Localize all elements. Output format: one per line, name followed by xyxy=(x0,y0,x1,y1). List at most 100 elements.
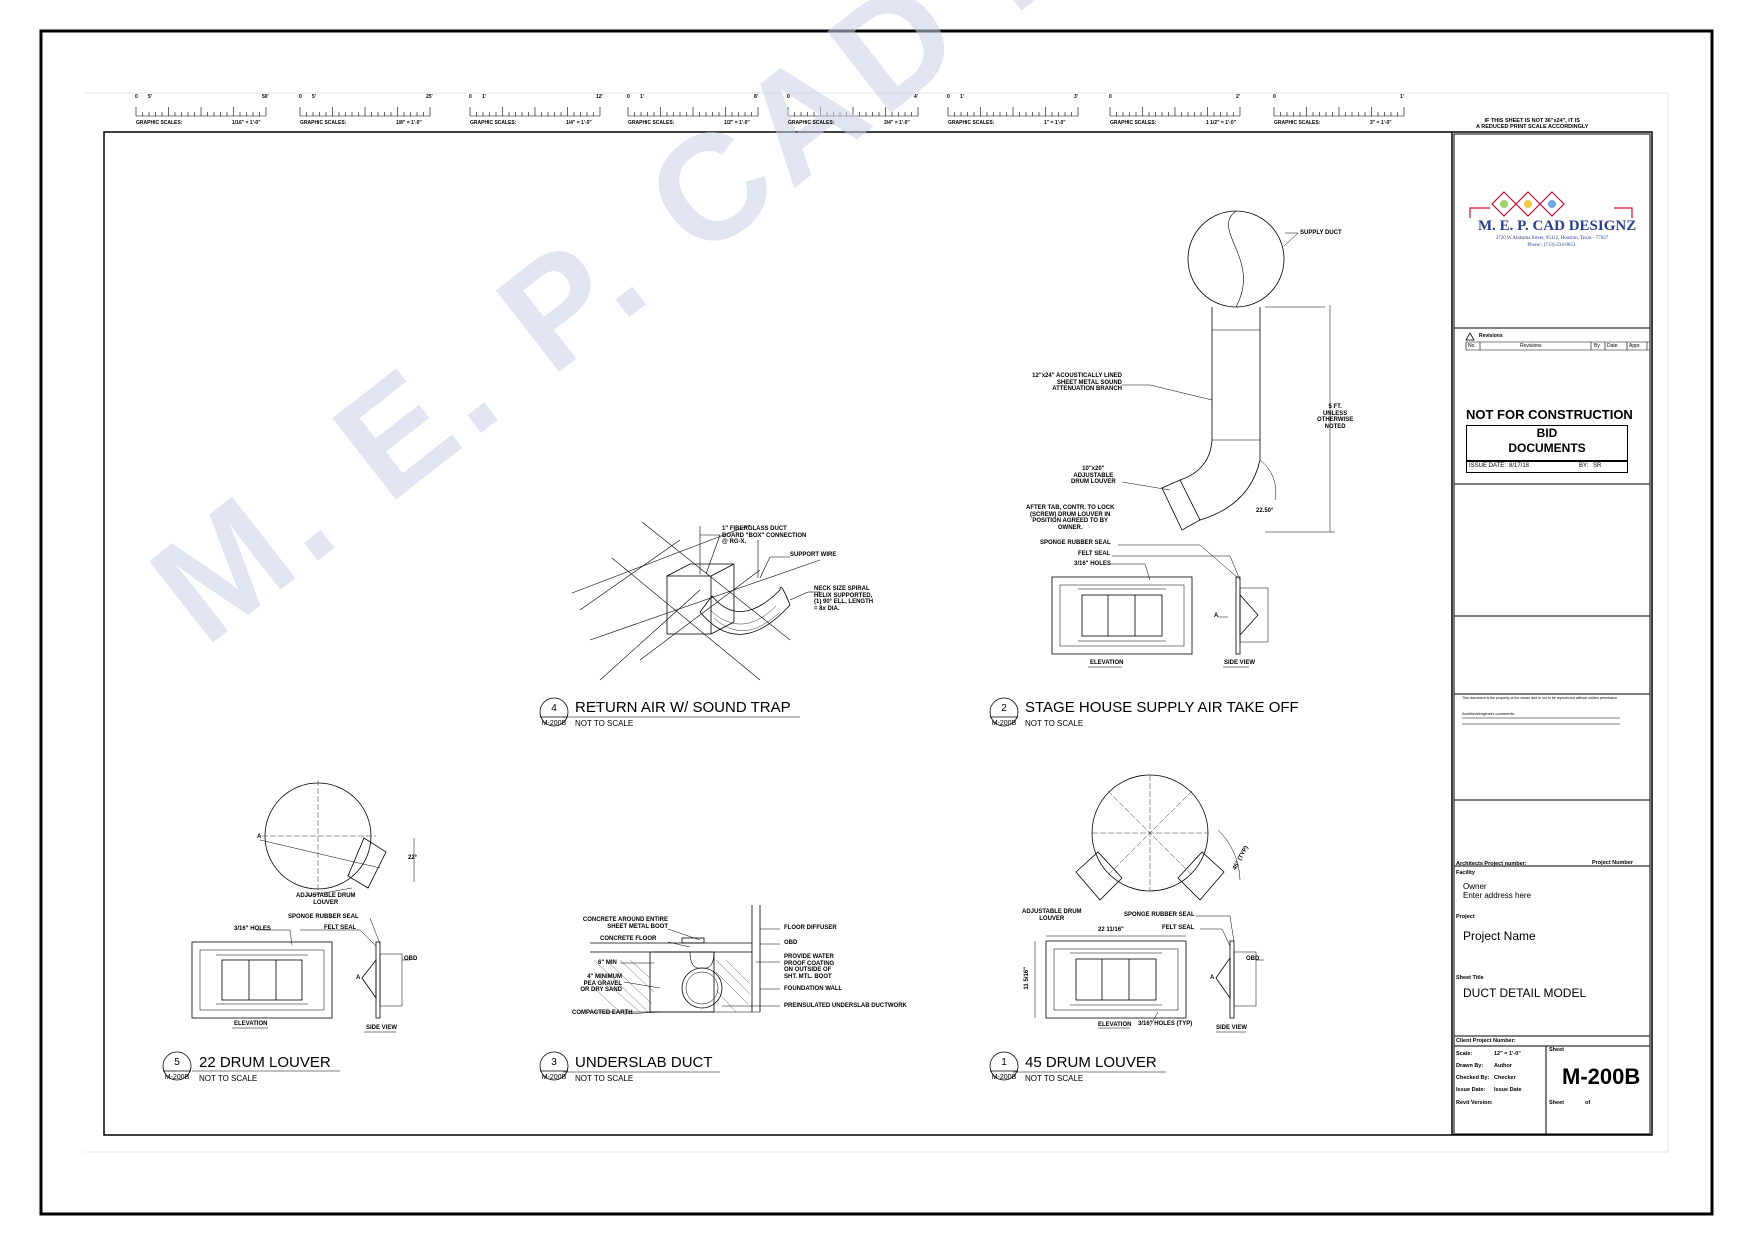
label-elevation-2: ELEVATION xyxy=(1090,660,1124,666)
scale-bar-ratio: 3/4" = 1'-0" xyxy=(884,120,910,126)
scale-bar-max: 50' xyxy=(262,94,269,100)
label-concrete-floor: CONCRETE FLOOR xyxy=(600,936,657,942)
label-side-view-5: SIDE VIEW xyxy=(366,1025,398,1031)
revision-triangle xyxy=(1465,332,1475,341)
label-sponge-seal-1: SPONGE RUBBER SEAL xyxy=(1124,912,1195,918)
label-side-view-2: SIDE VIEW xyxy=(1224,660,1256,666)
detail-5-title: 22 DRUM LOUVER xyxy=(199,1054,331,1071)
owner-address: Enter address here xyxy=(1463,891,1532,900)
sheet-of-label: Sheet xyxy=(1549,1100,1564,1106)
label-dim-11: 11 5/16" xyxy=(1023,967,1030,990)
scale-bar-label: GRAPHIC SCALES: xyxy=(300,120,347,126)
scale-bar-label: GRAPHIC SCALES: xyxy=(788,120,835,126)
detail-3-drawing xyxy=(563,905,780,1073)
scale-bar-max: 25' xyxy=(426,94,433,100)
bid-line2: DOCUMENTS xyxy=(1508,441,1586,455)
scale-bar-label: GRAPHIC SCALES: xyxy=(1274,120,1321,126)
scale-bar-zero: 0 xyxy=(1273,94,1276,100)
label-supply-duct: SUPPLY DUCT xyxy=(1300,230,1342,236)
scale-bar-zero: 0 xyxy=(135,94,138,100)
label-section-a-2: A xyxy=(1214,613,1219,619)
label-side-view-1: SIDE VIEW xyxy=(1216,1025,1248,1031)
label-sponge-seal-2: SPONGE RUBBER SEAL xyxy=(1040,540,1111,546)
consultant-line: Architect/engineer comments: xyxy=(1462,711,1515,716)
label-elevation-1: ELEVATION xyxy=(1098,1022,1132,1028)
scale-bar-label: GRAPHIC SCALES: xyxy=(628,120,675,126)
label-concrete-around: CONCRETE AROUND ENTIRE SHEET METAL BOOT xyxy=(582,917,668,930)
detail-4-title: RETURN AIR W/ SOUND TRAP xyxy=(575,699,791,716)
client-project-label: Client Project Number: xyxy=(1456,1038,1516,1044)
label-fiberglass: 1" FIBERGLASS DUCT BOARD "BOX" CONNECTIO… xyxy=(722,526,807,546)
label-obd-1: OBD xyxy=(1246,956,1260,962)
issue-date-label: ISSUE DATE: xyxy=(1469,463,1506,469)
detail-3-ref: M-200B xyxy=(541,1074,567,1081)
label-preinsulated: PREINSULATED UNDERSLAB DUCTWORK xyxy=(784,1003,907,1009)
drawn-value: Author xyxy=(1494,1063,1513,1069)
label-section-a-5: A xyxy=(257,834,262,840)
scale-bar-ratio: 3" = 1'-0" xyxy=(1370,120,1392,126)
issue-value: Issue Date xyxy=(1494,1087,1522,1093)
detail-3-title: UNDERSLAB DUCT xyxy=(575,1054,713,1071)
scale-value: 12" = 1'-0" xyxy=(1494,1051,1521,1057)
scale-bar-mid: 1' xyxy=(640,94,644,100)
scale-bars xyxy=(135,107,1405,117)
drawn-label: Drawn By: xyxy=(1456,1063,1484,1069)
label-five-ft: 5 FT. UNLESS OTHERWISE NOTED xyxy=(1317,404,1354,430)
logo-address: 3720 W.Alabama Street, #5112, Houston, T… xyxy=(1482,236,1622,249)
detail-2-title: STAGE HOUSE SUPPLY AIR TAKE OFF xyxy=(1025,699,1299,716)
owner: Owner xyxy=(1463,882,1487,891)
checked-label: Checked By: xyxy=(1456,1075,1490,1081)
detail-5-scale: NOT TO SCALE xyxy=(199,1074,258,1083)
revisions-column-header: No. xyxy=(1468,343,1476,349)
label-six-min: 6" MIN xyxy=(598,960,617,966)
logo-address-line: 3720 W.Alabama Street, #5112, Houston, T… xyxy=(1495,236,1609,241)
scale-bar-ratio: 1/4" = 1'-0" xyxy=(566,120,592,126)
label-felt-seal-1: FELT SEAL xyxy=(1162,925,1195,931)
scale-bar-zero: 0 xyxy=(627,94,630,100)
label-angle-22: 22° xyxy=(408,855,418,861)
label-dim-22: 22 11/16" xyxy=(1098,927,1124,933)
label-compacted: COMPACTED EARTH xyxy=(572,1010,633,1016)
label-section-a-5b: A xyxy=(356,975,361,981)
detail-5-ref: M-200B xyxy=(164,1074,190,1081)
issue-date-row: ISSUE DATE: 8/17/18 BY: SR xyxy=(1466,460,1628,473)
scale-bar-mid: 5' xyxy=(312,94,316,100)
label-obd-3: OBD xyxy=(784,940,798,946)
bid-line1: BID xyxy=(1536,426,1558,440)
scale-bar-mid: 1' xyxy=(960,94,964,100)
detail-2-ref: M-200B xyxy=(991,720,1017,727)
label-holes-typ: 3/16" HOLES (TYP) xyxy=(1138,1021,1193,1027)
label-attenuation: 12"x24" ACOUSTICALLY LINED SHEET METAL S… xyxy=(1032,373,1122,393)
scale-bar-label: GRAPHIC SCALES: xyxy=(948,120,995,126)
scale-bar-label: GRAPHIC SCALES: xyxy=(1110,120,1157,126)
detail-4-ref: M-200B xyxy=(541,720,567,727)
scale-bar-zero: 0 xyxy=(787,94,790,100)
label-support-wire: SUPPORT WIRE xyxy=(790,552,837,558)
sheet-label: Sheet xyxy=(1549,1047,1564,1053)
sheet-title: DUCT DETAIL MODEL xyxy=(1463,986,1587,1000)
detail-4-scale: NOT TO SCALE xyxy=(575,719,634,728)
project-label: Project xyxy=(1456,914,1475,920)
scale-bar-ratio: 1/8" = 1'-0" xyxy=(396,120,422,126)
logo-name: M. E. P. CAD DESIGNZ xyxy=(1478,218,1637,234)
label-obd-5: OBD xyxy=(404,956,418,962)
revit-label: Revit Version: xyxy=(1456,1100,1493,1106)
label-pea-gravel: 4" MINIMUM PEA GRAVEL OR DRY SAND xyxy=(580,974,622,994)
detail-1-number: 1 xyxy=(1001,1057,1007,1068)
scale-bar-zero: 0 xyxy=(1109,94,1112,100)
revisions-column-header: Revisions xyxy=(1520,343,1542,349)
logo-phone: Phone : (713)-234-0651. xyxy=(1527,242,1577,248)
scale-bar-max: 3' xyxy=(1074,94,1078,100)
of-label: of xyxy=(1585,1100,1591,1106)
detail-1-scale: NOT TO SCALE xyxy=(1025,1074,1084,1083)
project-number: Project Number xyxy=(1592,860,1633,866)
scale-bar-max: 8' xyxy=(754,94,758,100)
detail-4-drawing xyxy=(563,521,821,718)
bid-documents-box: BID DOCUMENTS xyxy=(1466,425,1628,462)
revisions-column-header: Date xyxy=(1607,343,1618,349)
scale-bar-label: GRAPHIC SCALES: xyxy=(470,120,517,126)
scale-bar-mid: 1' xyxy=(482,94,486,100)
detail-2-scale: NOT TO SCALE xyxy=(1025,719,1084,728)
